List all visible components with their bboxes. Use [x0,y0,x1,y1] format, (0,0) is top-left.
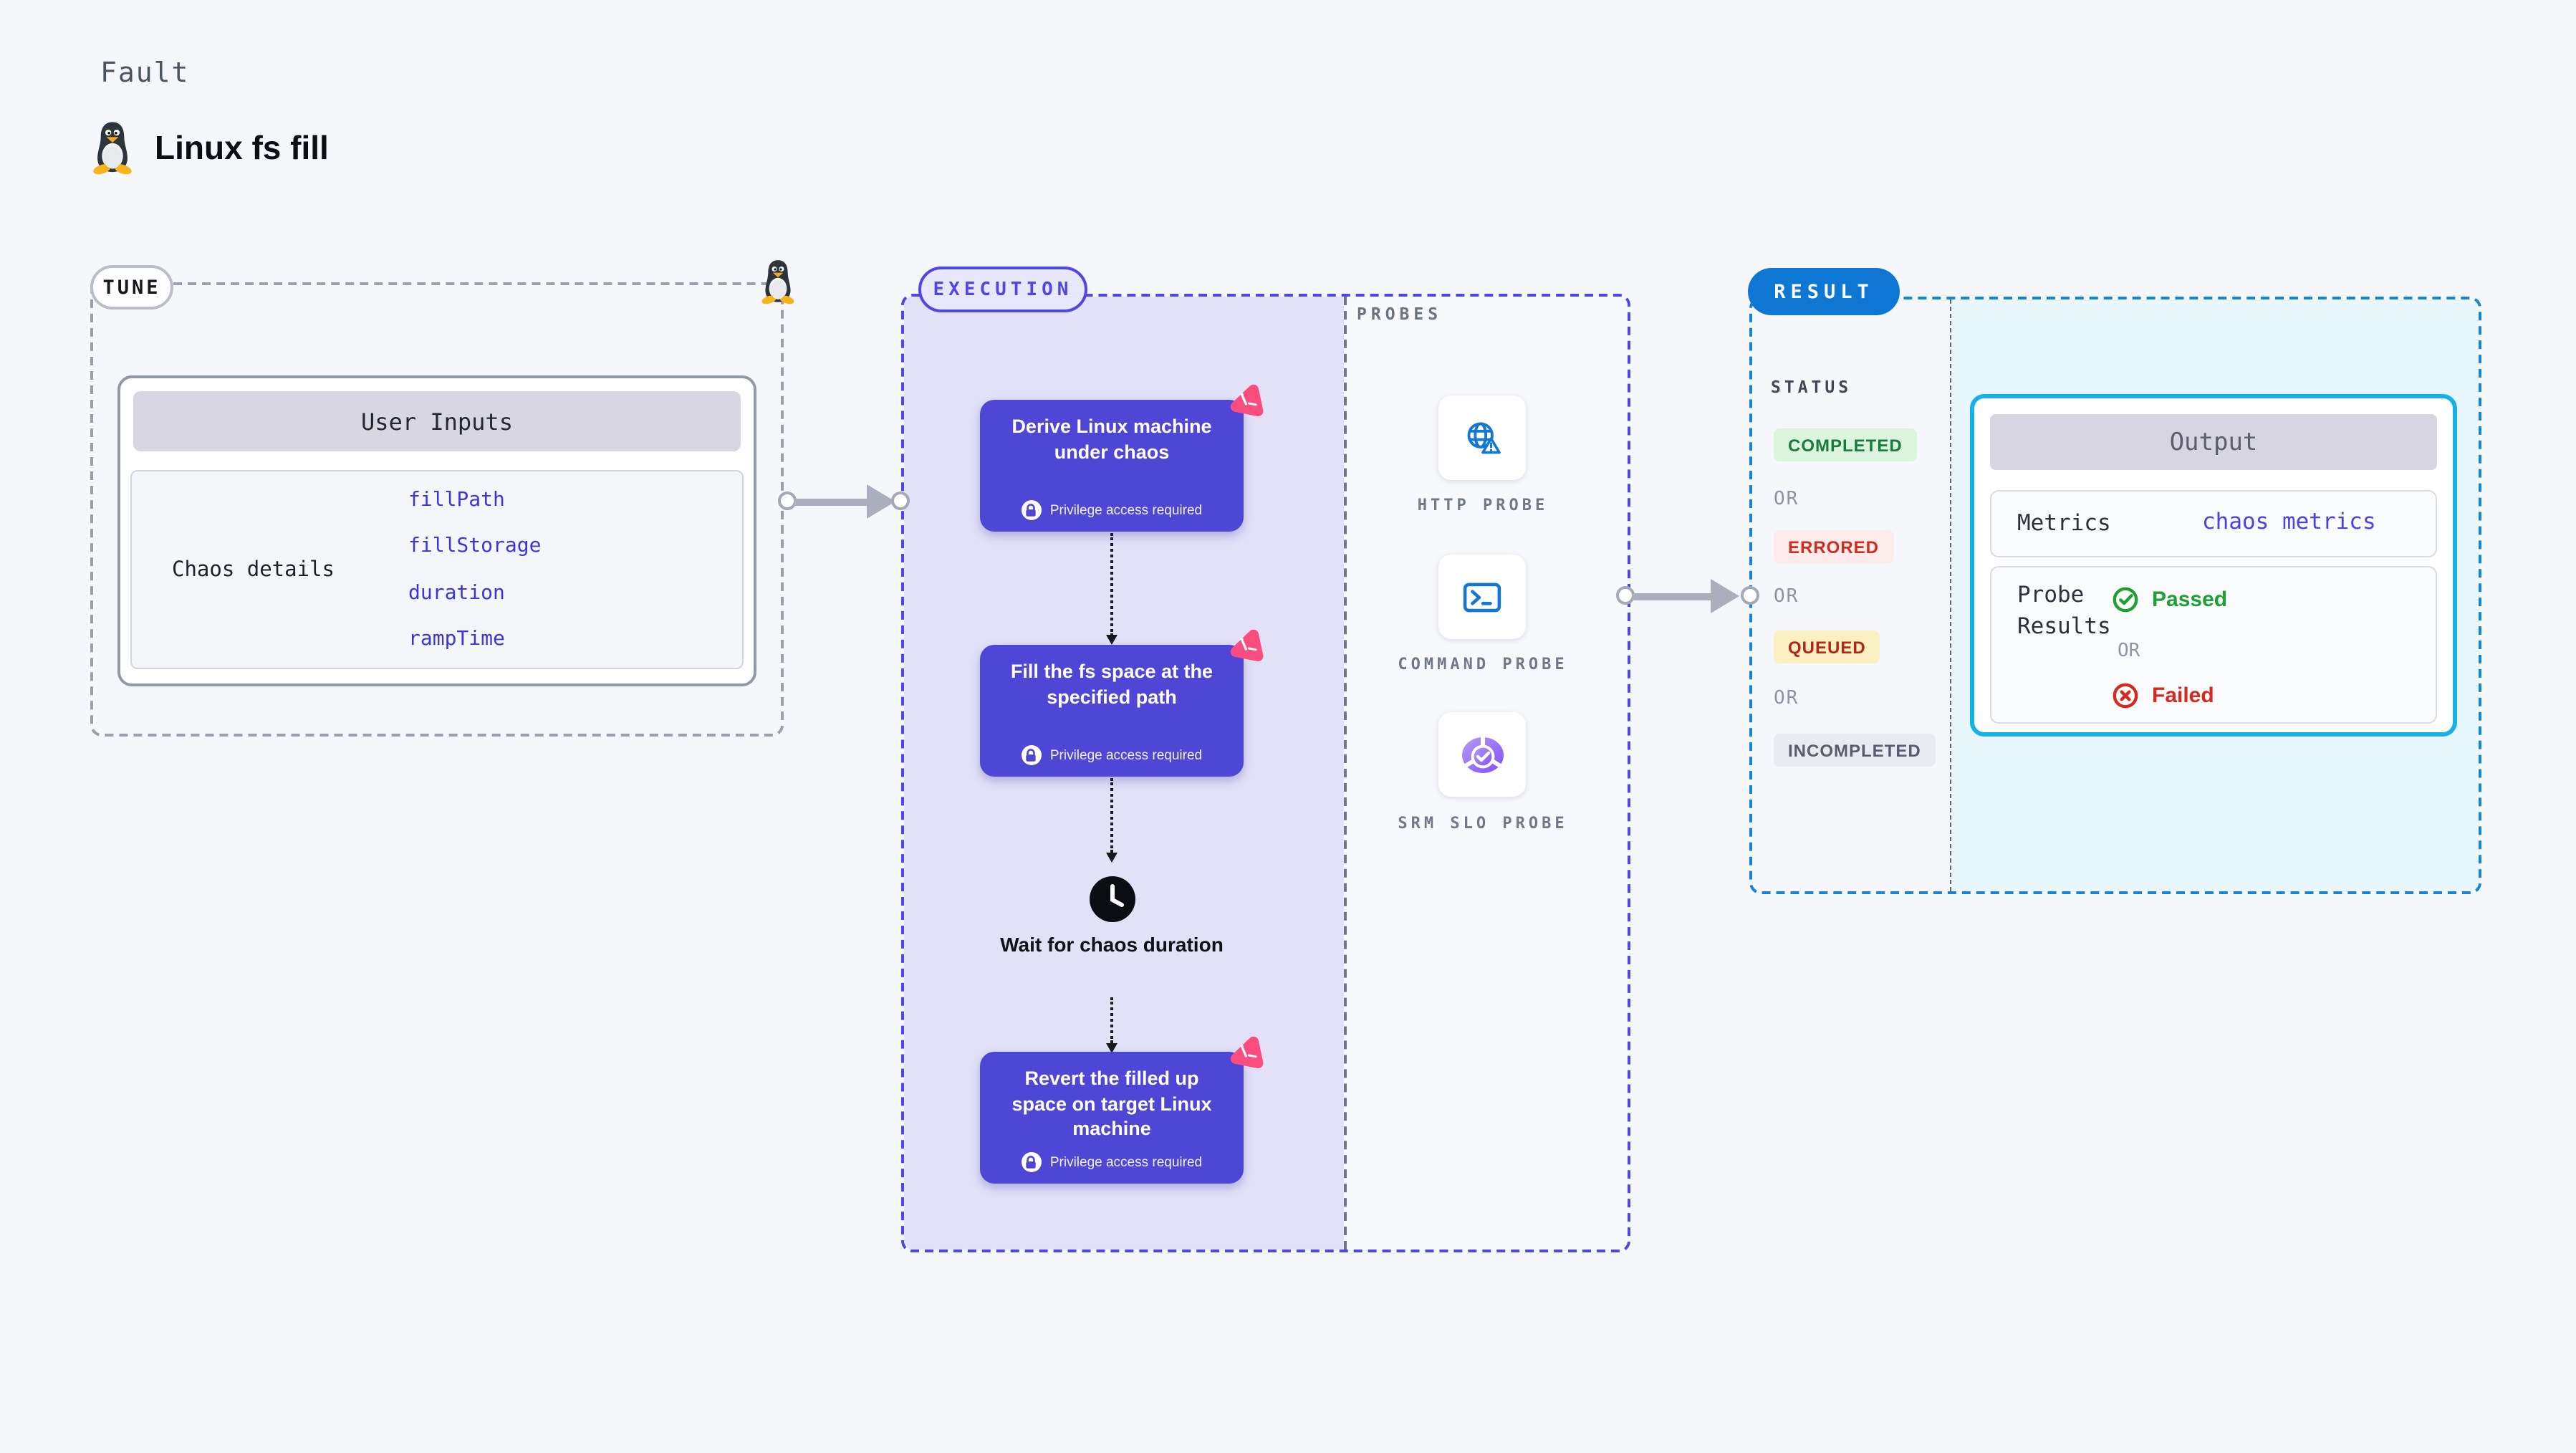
tune-section [90,282,784,737]
check-circle-icon [2113,587,2138,613]
slo-donut-icon [1461,735,1503,772]
chaos-details-label: Chaos details [172,558,335,581]
input-link-duration[interactable]: duration [408,581,505,605]
output-header: Output [1990,414,2437,470]
connector-arrowhead [1105,1043,1117,1053]
result-pill: RESULT [1748,268,1900,315]
chaos-metrics-link[interactable]: chaos metrics [2202,509,2376,534]
privilege-badge: Privilege access required [1049,502,1203,518]
chaos-icon [1225,382,1266,421]
clock-icon [1090,876,1135,922]
chaos-icon [1225,627,1266,666]
connector-line [1110,533,1113,636]
tux-penguin-icon [92,122,133,176]
status-or-separator: OR [1774,489,1799,510]
status-or-separator: OR [1774,688,1799,709]
input-link-fillstorage[interactable]: fillStorage [408,534,542,558]
srm-slo-probe-label: SRM SLO PROBE [1398,814,1568,833]
user-inputs-title: User Inputs [361,408,513,435]
arrow-tune-to-execution [778,483,910,520]
http-probe-label: HTTP PROBE [1417,496,1549,514]
arrow-shaft [1632,593,1712,600]
privilege-badge: Privilege access required [1049,1154,1203,1170]
terminal-icon [1463,582,1501,612]
probe-results-row: Probe Results Passed OR Failed [1990,566,2437,724]
arrow-shaft [794,498,868,505]
status-badge-completed: COMPLETED [1774,428,1917,461]
tux-penguin-small-icon [761,260,795,306]
arrow-end-circle [891,491,910,510]
arrow-execution-to-result [1616,577,1759,615]
metrics-row: Metrics chaos metrics [1990,490,2437,557]
step-title: Derive Linux machine under chaos [1011,416,1212,463]
srm-slo-probe-card [1438,712,1526,797]
status-badge-errored: ERRORED [1774,530,1894,563]
page-title: Linux fs fill [155,129,329,166]
chaos-icon [1225,1034,1266,1073]
result-label: RESULT [1774,280,1874,303]
status-badge-queued: QUEUED [1774,630,1880,663]
step-revert-space: Revert the filled up space on target Lin… [980,1052,1244,1184]
lock-icon [1021,745,1042,765]
failed-result: Failed [2112,682,2214,709]
arrow-end-circle [1741,586,1759,605]
connector-line [1110,778,1113,853]
step-title: Revert the filled up space on target Lin… [1011,1068,1212,1140]
input-link-ramptime[interactable]: rampTime [408,627,505,651]
user-inputs-header: User Inputs [133,391,741,451]
tune-pill: TUNE [90,265,173,310]
wait-step-label: Wait for chaos duration [1000,933,1224,956]
input-link-fillpath[interactable]: fillPath [408,489,505,512]
status-heading: STATUS [1771,377,1852,397]
http-probe-card [1438,395,1526,480]
command-probe-label: COMMAND PROBE [1398,655,1568,673]
fault-kicker: Fault [100,57,190,89]
passed-result: Passed [2112,586,2227,613]
output-or-separator: OR [2118,641,2140,662]
chaos-inputs-list: fillPath fillStorage duration rampTime [408,477,541,662]
probe-results-label: Probe Results [2017,582,2111,639]
lock-icon [1021,500,1042,520]
lock-icon [1021,1152,1042,1172]
step-fill-fs-space: Fill the fs space at the specified path … [980,645,1244,777]
arrow-start-circle [778,491,797,510]
metrics-label: Metrics [2017,510,2111,536]
step-title: Fill the fs space at the specified path [1010,661,1213,708]
execution-pill: EXECUTION [918,267,1087,312]
arrow-head [1711,579,1739,613]
command-probe-card [1438,555,1526,639]
x-circle-icon [2113,683,2138,709]
connector-arrowhead [1105,853,1117,863]
connector-line [1110,997,1113,1043]
user-inputs-card: User Inputs Chaos details fillPath fillS… [117,375,756,686]
probes-heading: PROBES [1357,304,1443,324]
tune-label: TUNE [102,276,161,299]
output-title: Output [2169,428,2258,456]
failed-label: Failed [2152,684,2214,708]
arrow-head [867,484,895,519]
globe-warning-icon [1466,421,1500,454]
output-card: Output Metrics chaos metrics Probe Resul… [1970,394,2457,737]
passed-label: Passed [2152,588,2228,612]
status-badge-incompleted: INCOMPLETED [1774,734,1936,767]
status-or-separator: OR [1774,586,1799,608]
privilege-badge: Privilege access required [1049,747,1203,763]
execution-label: EXECUTION [933,279,1073,300]
step-derive-machine: Derive Linux machine under chaos Privile… [980,400,1244,532]
connector-arrowhead [1105,635,1117,645]
user-inputs-body: Chaos details fillPath fillStorage durat… [130,470,744,669]
